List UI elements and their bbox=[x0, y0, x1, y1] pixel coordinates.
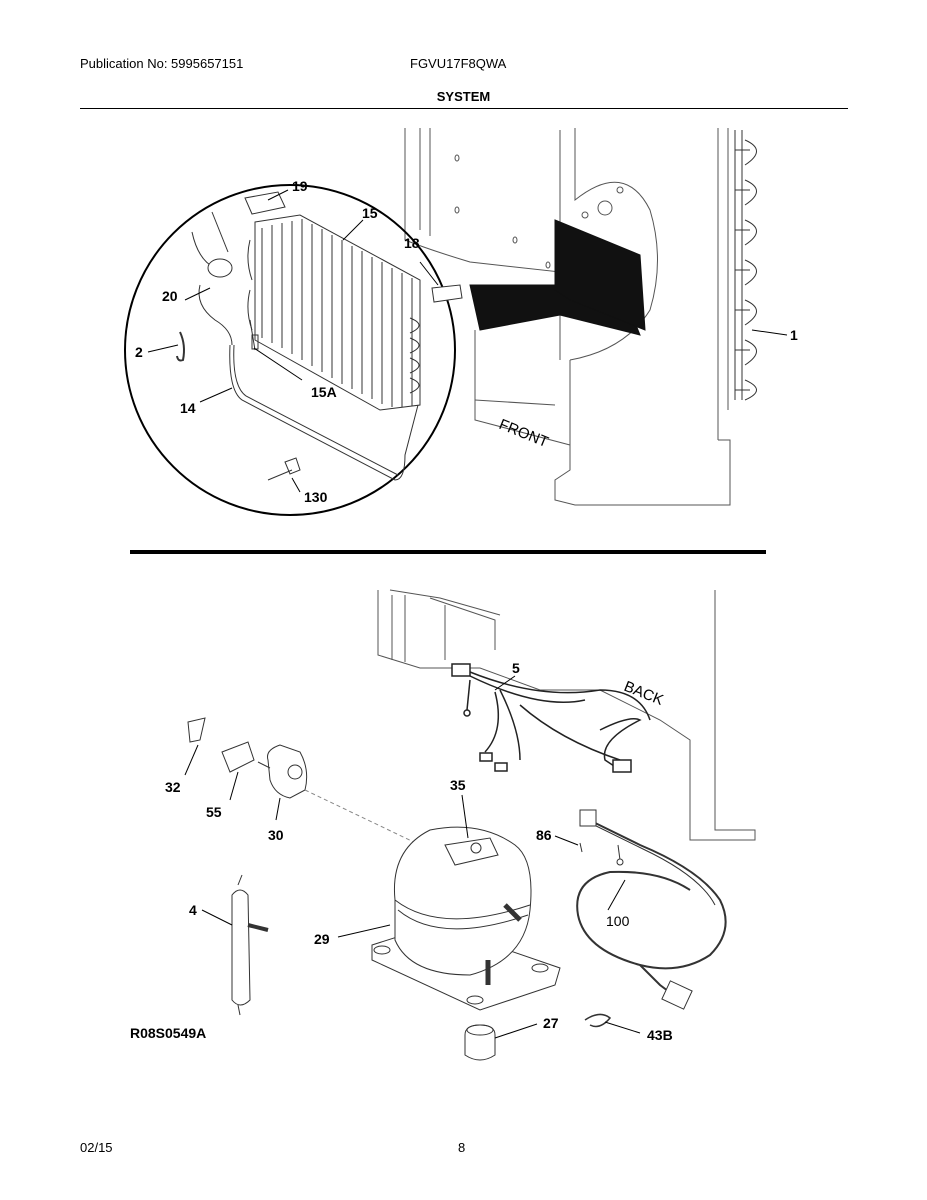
publication-number: Publication No: 5995657151 bbox=[80, 56, 244, 71]
section-divider bbox=[130, 550, 766, 554]
page-number: 8 bbox=[458, 1140, 466, 1155]
callout-27: 27 bbox=[543, 1015, 559, 1031]
callout-55: 55 bbox=[206, 804, 222, 820]
callout-14: 14 bbox=[180, 400, 196, 416]
drier bbox=[231, 874, 269, 1016]
callout-15: 15 bbox=[362, 205, 378, 221]
callout-4: 4 bbox=[189, 902, 197, 918]
callout-32: 32 bbox=[165, 779, 181, 795]
footer-date: 02/15 bbox=[80, 1140, 113, 1155]
callout-100: 100 bbox=[606, 913, 630, 929]
callout-20: 20 bbox=[162, 288, 178, 304]
callout-15a: 15A bbox=[311, 384, 337, 400]
model-number: FGVU17F8QWA bbox=[410, 56, 507, 71]
condenser-coil bbox=[734, 130, 757, 401]
compressor bbox=[371, 826, 561, 1011]
callout-29: 29 bbox=[314, 931, 330, 947]
bottom-diagram bbox=[184, 589, 756, 1061]
callout-35: 35 bbox=[450, 777, 466, 793]
callout-19: 19 bbox=[292, 178, 308, 194]
section-title: SYSTEM bbox=[436, 89, 491, 104]
diagram-code: R08S0549A bbox=[130, 1025, 206, 1041]
front-label: FRONT bbox=[497, 416, 551, 451]
callout-18: 18 bbox=[404, 235, 420, 251]
callout-43b: 43B bbox=[647, 1027, 673, 1043]
wire-harness bbox=[451, 663, 651, 773]
callout-5: 5 bbox=[512, 660, 520, 676]
header-rule bbox=[80, 108, 848, 109]
evaporator-coil bbox=[247, 214, 421, 411]
power-cord bbox=[576, 809, 727, 1028]
callout-86: 86 bbox=[536, 827, 552, 843]
detail-magnifier-circle bbox=[124, 184, 456, 516]
top-diagram bbox=[124, 128, 788, 516]
callout-1: 1 bbox=[790, 327, 798, 343]
callout-130: 130 bbox=[304, 489, 328, 505]
callout-30: 30 bbox=[268, 827, 284, 843]
callout-2: 2 bbox=[135, 344, 143, 360]
